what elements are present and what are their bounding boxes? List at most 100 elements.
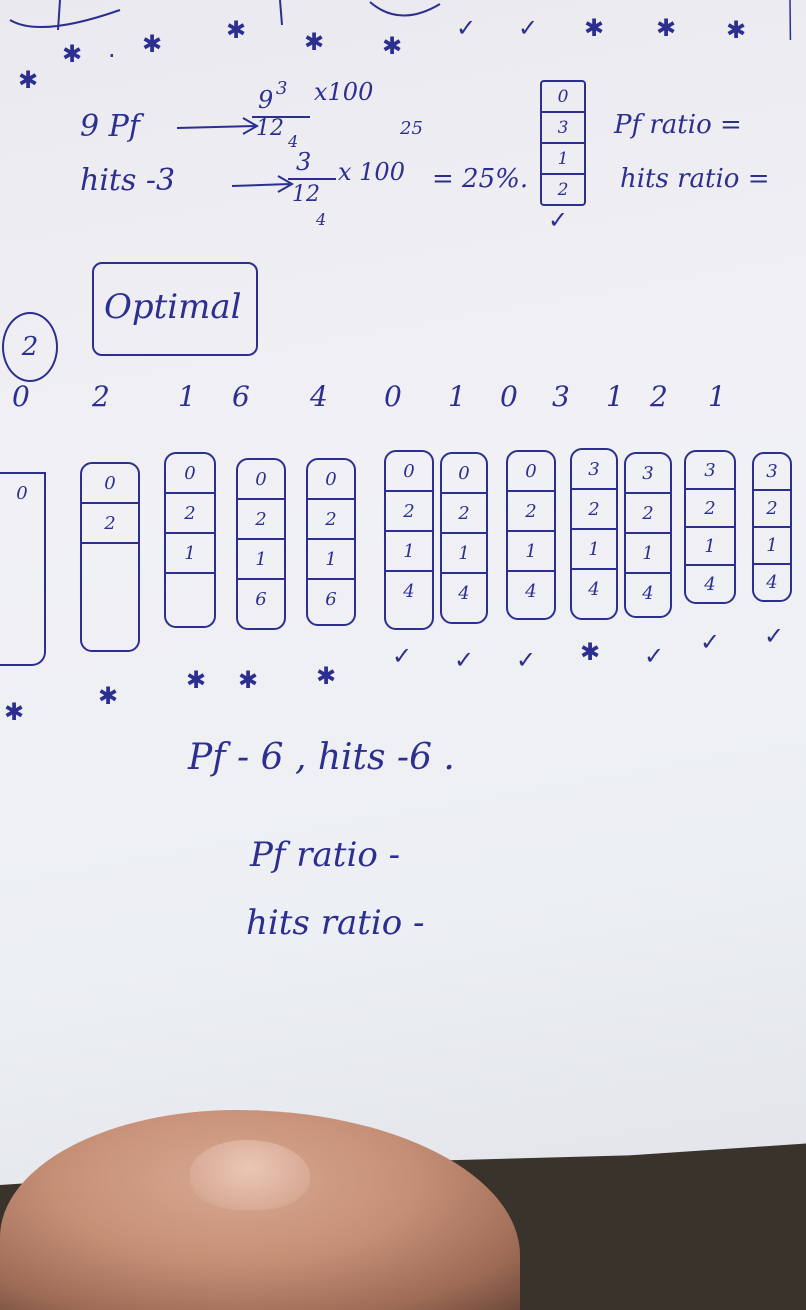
frame-slot: 0 [542,82,584,113]
hits-count-label: hits -3 [80,163,176,198]
pf-denominator-reduced: 4 [288,132,299,151]
result-mark: ✱ [304,28,325,56]
frame-slot: 6 [255,588,267,610]
check-mark: ✓ [548,206,569,234]
frame-slot: 0 [386,452,432,492]
fault-star-mark: ✱ [238,666,259,694]
result-mark: ✱ [62,40,83,68]
frame-slot: 1 [238,540,284,580]
optimal-title: Optimal [104,287,242,327]
frame-slot: 4 [588,578,600,600]
hits-numerator: 3 [296,148,312,176]
section-number: 2 [2,312,58,382]
pf-fraction-bar [252,116,310,118]
result-mark: ✱ [18,66,39,94]
hits-fraction-bar [288,178,336,180]
frame-slot: 2 [82,504,138,544]
hit-check-mark: ✓ [644,642,665,670]
frame-slot: 0 [238,460,284,500]
pf-numerator: 9 [258,86,274,114]
frame-slot: 1 [686,528,734,566]
frame-slot: 1 [166,534,214,574]
pf-count-label: 9 Pf [80,109,140,144]
fault-star-mark: ✱ [316,662,337,690]
reference-item: 0 [384,380,402,413]
frame-slot: 0 [308,460,354,500]
frame-slot: 4 [458,582,470,604]
frame-slot: 2 [754,491,790,528]
reference-item: 6 [232,380,250,413]
reference-item: 3 [552,380,570,413]
frame-slot: 4 [525,580,537,602]
frame-slot: 1 [542,144,584,175]
hits-denominator: 12 [292,182,320,207]
hit-check-mark: ✓ [516,646,537,674]
frame-slot: 1 [508,532,554,572]
frame-column: 0 [0,472,46,666]
hits-arrow [231,175,295,193]
optimal-title-box [92,262,258,356]
reference-item: 0 [500,380,518,413]
result-mark: ✓ [456,14,477,42]
result-mark: ✱ [226,16,247,44]
hits-times-100: x 100 [338,158,405,186]
frame-slot: 2 [686,490,734,528]
fault-star-mark: ✱ [580,638,601,666]
frame-slot: 3 [542,113,584,144]
frame-slot: 3 [626,454,670,494]
pf-ratio-label-top: Pf ratio = [614,110,742,140]
result-mark: · [108,42,116,70]
frame-slot: 1 [754,528,790,565]
frame-slot: 2 [508,492,554,532]
result-mark: ✱ [656,14,677,42]
frame-slot: 2 [442,494,486,534]
frame-slot: 2 [166,494,214,534]
hits-25-annotation: 25 [400,118,423,139]
pf-arrow [176,117,260,135]
frame-slot: 4 [642,582,654,604]
frame-slot: 3 [754,454,790,491]
hit-check-mark: ✓ [764,622,785,650]
frame-slot: 1 [308,540,354,580]
frame-slot: 0 [16,482,28,504]
frame-slot: 6 [325,588,337,610]
thumbnail [190,1140,310,1210]
result-mark: ✱ [584,14,605,42]
frame-slot: 2 [572,490,616,530]
frame-slot: 0 [82,464,138,504]
hits-ratio-label: hits ratio - [246,903,425,943]
hits-denominator-reduced: 4 [316,210,327,229]
hits-ratio-label-top: hits ratio = [620,164,770,194]
frame-slot: 1 [442,534,486,574]
frame-slot: 2 [238,500,284,540]
reference-item: 1 [178,380,196,413]
hit-check-mark: ✓ [392,642,413,670]
reference-item: 1 [448,380,466,413]
reference-item: 2 [92,380,110,413]
hits-percent-result: = 25%. [432,164,529,194]
frame-slot: 1 [626,534,670,574]
fault-star-mark: ✱ [98,682,119,710]
hit-check-mark: ✓ [700,628,721,656]
fault-star-mark: ✱ [186,666,207,694]
frame-slot: 0 [442,454,486,494]
frame-slot: 4 [403,580,415,602]
reference-item: 2 [650,380,668,413]
reference-item: 4 [310,380,328,413]
top-margin-scribble [9,0,792,40]
pf-hits-summary: Pf - 6 , hits -6 . [188,737,455,778]
frame-slot: 2 [386,492,432,532]
result-mark: ✱ [726,16,747,44]
pf-denominator: 12 [256,116,284,141]
hit-check-mark: ✓ [454,646,475,674]
frame-slot: 3 [572,450,616,490]
reference-item: 0 [12,380,30,413]
